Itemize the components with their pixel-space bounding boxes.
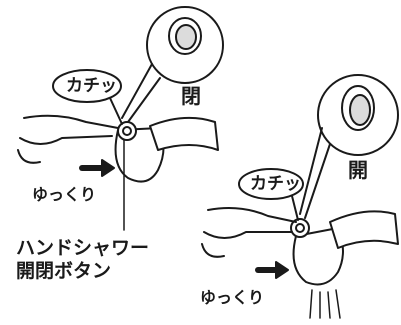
open-head-button-center: [295, 223, 305, 233]
caption-line-1: ハンドシャワー: [16, 237, 150, 259]
closed-callout-pointer: [121, 63, 161, 123]
closed-hose: [149, 116, 219, 151]
closed-click-label: カチッ: [66, 76, 117, 96]
closed-state-label: 閉: [181, 84, 201, 108]
closed-button-inner: [175, 24, 197, 50]
open-click-bubble: [238, 168, 304, 200]
closed-click-pointer: [109, 97, 123, 125]
water-spray: [309, 289, 341, 319]
open-state-label: 開: [348, 158, 368, 182]
open-click-pointer: [291, 195, 299, 221]
closed-click-bubble: [52, 69, 122, 103]
open-head-button: [290, 218, 310, 238]
closed-motion-label: ゆっくり: [32, 185, 97, 204]
closed-push-arrow-head: [101, 159, 115, 177]
closed-state-illustration: [17, 6, 224, 231]
button-caption: ハンドシャワー 開閉ボタン: [16, 237, 149, 283]
open-motion-label: ゆっくり: [200, 288, 265, 307]
open-state-illustration: [201, 74, 399, 319]
open-hose: [329, 210, 399, 249]
open-callout-pointer: [299, 127, 331, 219]
closed-head-button: [117, 121, 137, 141]
caption-line-2: 開閉ボタン: [16, 260, 112, 282]
closed-hand: [17, 114, 119, 164]
open-click-label: カチッ: [250, 174, 301, 194]
open-hand: [201, 207, 297, 258]
open-button-inner: [349, 94, 371, 126]
open-push-arrow-head: [275, 261, 289, 279]
closed-head-button-center: [122, 126, 132, 136]
